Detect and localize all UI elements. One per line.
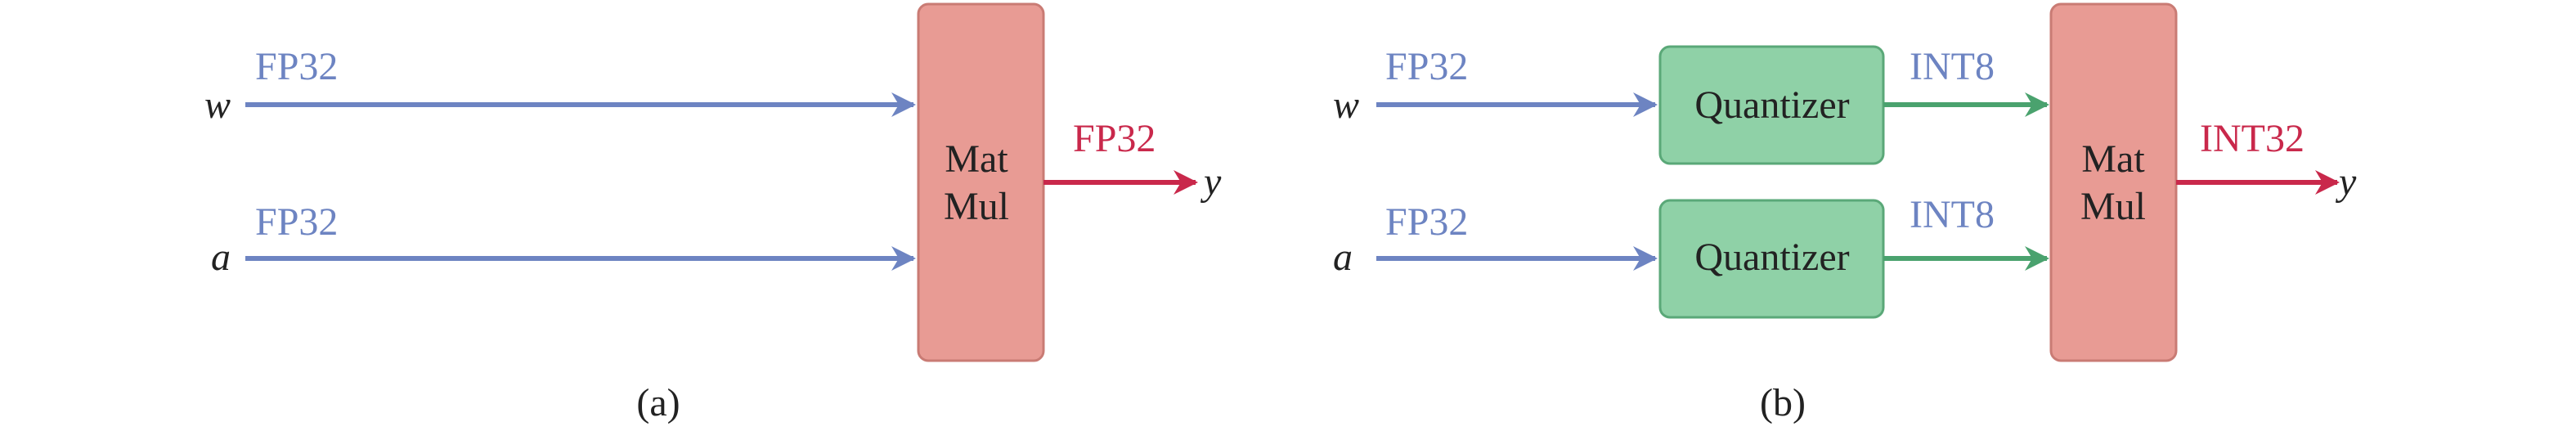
panel-b: w FP32 a FP32 Quantizer Quantizer INT8 I… [1333, 2, 2357, 424]
panel-b-caption: (b) [1760, 381, 1806, 424]
panel-a-matmul-label-line1: Mat [945, 137, 1008, 181]
panel-b-quantizer-w-out-dtype: INT8 [1910, 45, 1995, 88]
panel-b-matmul-label-line1: Mat [2081, 137, 2145, 181]
panel-a-w-dtype: FP32 [255, 45, 338, 88]
panel-b-matmul-label-line2: Mul [2080, 185, 2146, 228]
panel-b-a-label: a [1333, 236, 1353, 279]
panel-a-a-label: a [211, 236, 231, 279]
panel-b-quantizer-a-out-dtype: INT8 [1910, 193, 1995, 236]
panel-b-w-label: w [1333, 83, 1359, 127]
panel-b-matmul-box [2049, 2, 2178, 362]
panel-a-matmul-label-line2: Mul [944, 185, 1009, 228]
panel-b-y-label: y [2335, 160, 2357, 204]
panel-b-output-dtype: INT32 [2200, 117, 2304, 160]
panel-a: w FP32 a FP32 Mat Mul FP32 y (a) [204, 2, 1222, 424]
panel-a-matmul-box [917, 2, 1045, 362]
panel-a-output-dtype: FP32 [1073, 117, 1156, 160]
panel-b-quantizer-w-label: Quantizer [1694, 83, 1849, 127]
panel-a-w-label: w [204, 83, 231, 127]
panel-a-y-label: y [1200, 160, 1222, 204]
panel-b-quantizer-a-label: Quantizer [1694, 236, 1849, 279]
panel-b-a-dtype: FP32 [1385, 200, 1468, 244]
panel-b-w-dtype: FP32 [1385, 45, 1468, 88]
panel-a-caption: (a) [636, 381, 680, 424]
panel-a-a-dtype: FP32 [255, 200, 338, 244]
